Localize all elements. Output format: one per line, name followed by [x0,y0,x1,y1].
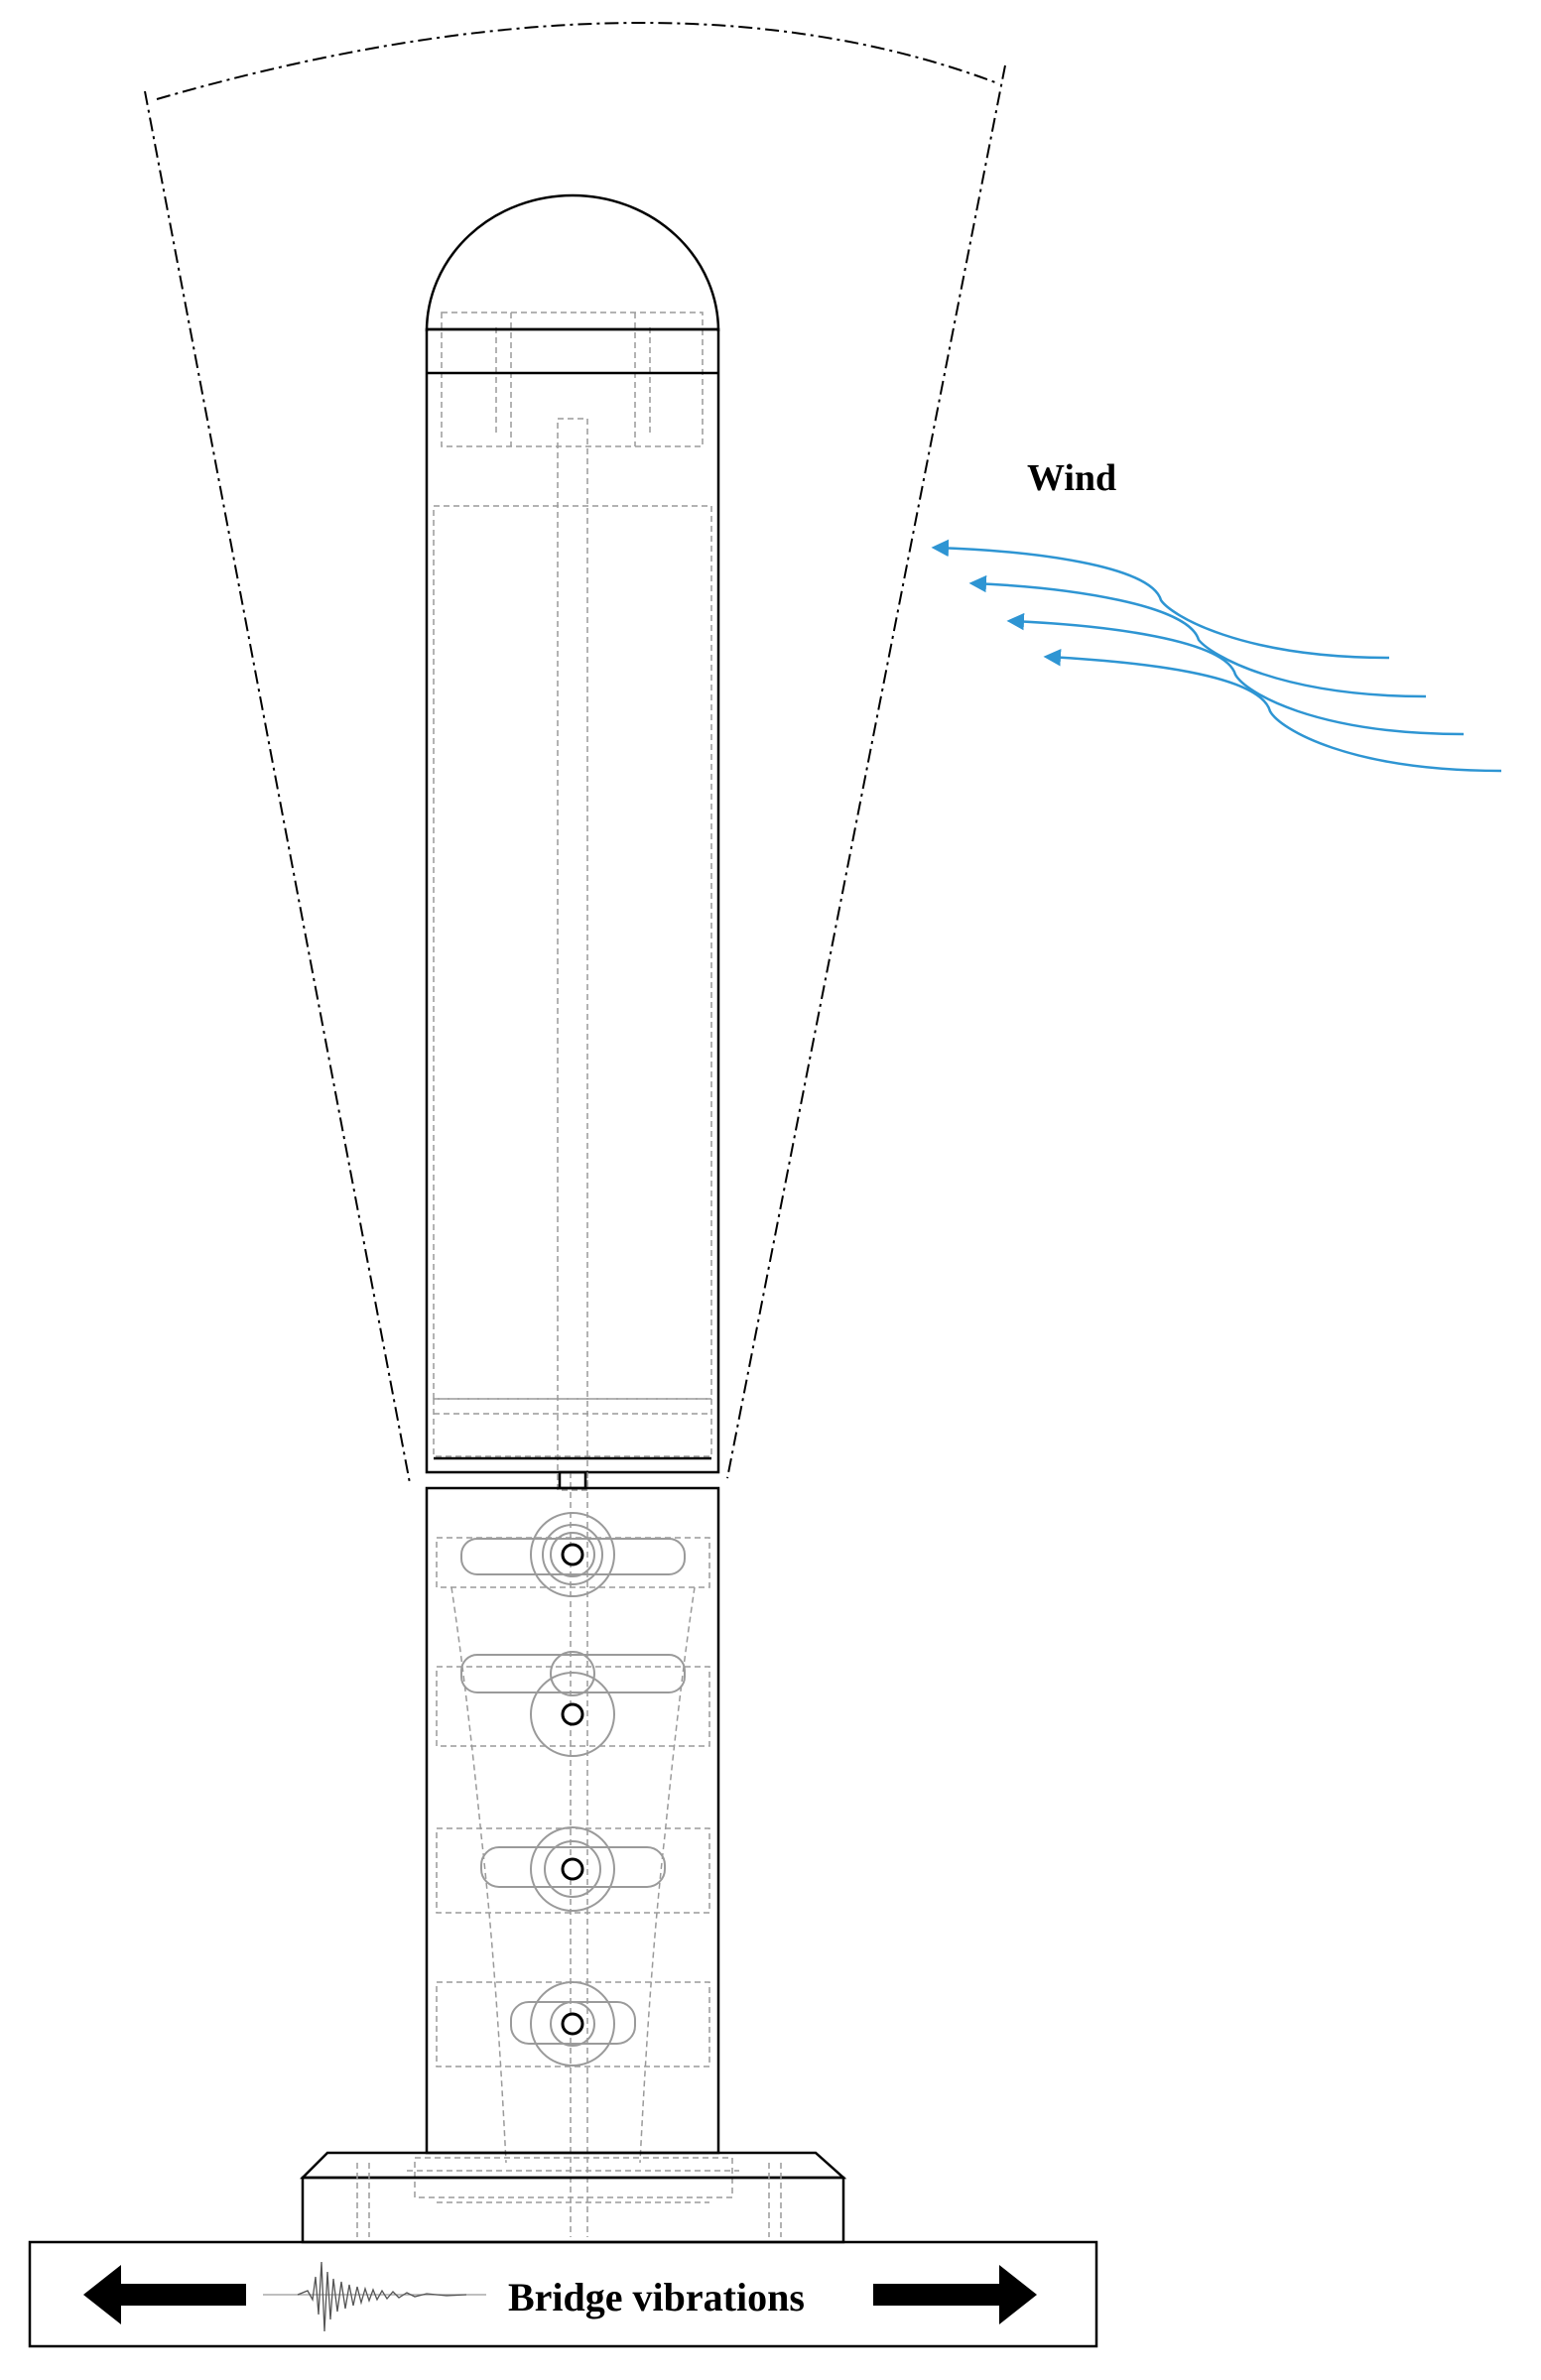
swing-left-edge [144,90,411,1484]
neck-connector [558,1470,587,1490]
wind-arrows [931,539,1502,773]
pin-4 [561,2012,584,2036]
swing-right-edge [726,64,1006,1479]
right-arrow-icon [873,2265,1037,2324]
cylinder-body [425,327,720,1474]
wind-arrow-3 [1006,612,1465,736]
pin-2 [561,1702,584,1726]
pin-1 [561,1543,584,1566]
cylinder-dome [425,193,720,332]
pin-3 [561,1857,584,1881]
upper-cylinder [425,193,720,1474]
bridge-vibrations-label: Bridge vibrations [508,2275,805,2319]
left-arrow-icon [83,2265,246,2324]
swing-arc [156,21,996,100]
hinge-joints [460,1512,686,2067]
joint-pins [561,1543,584,2036]
wind-label: Wind [1027,457,1116,499]
base-hidden-lines [356,2163,782,2237]
vibration-waveform-icon [263,2261,486,2332]
wind-arrow-1 [931,539,1390,660]
cylinder-hidden-lines [433,312,712,1491]
lower-housing-hidden-lines [407,1472,739,2237]
swing-envelope [144,21,1006,1484]
wind-arrow-2 [968,574,1427,698]
wind-arrow-4 [1043,648,1502,773]
bridge-deck [28,2240,1098,2348]
